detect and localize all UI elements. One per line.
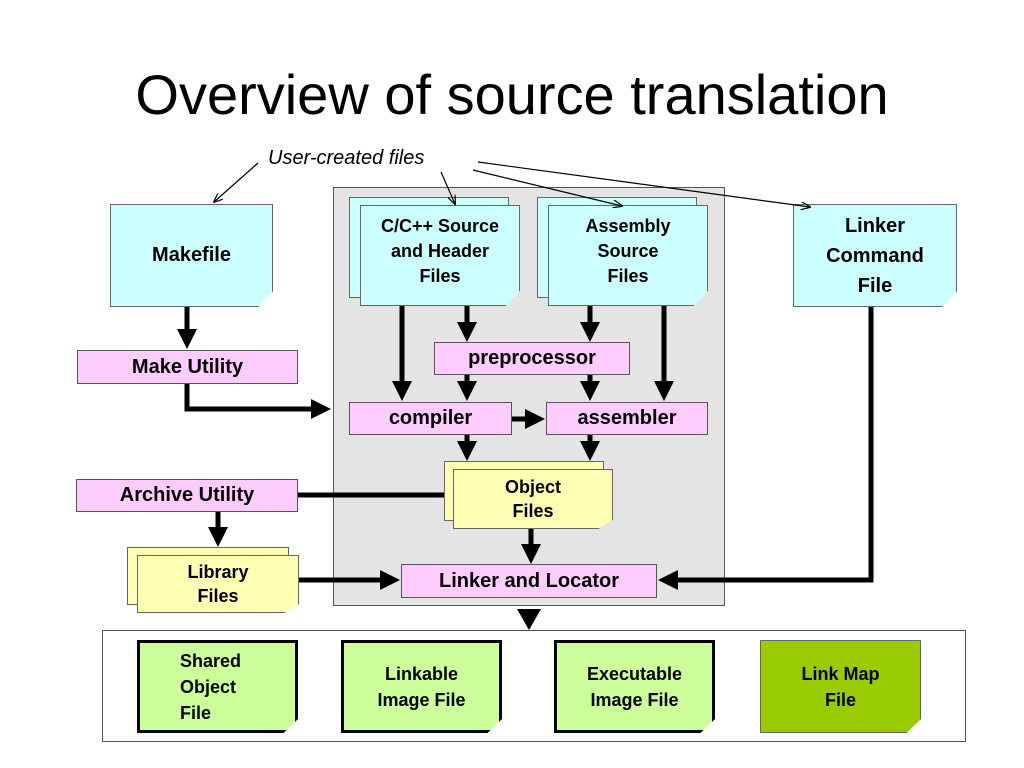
- compiler-box: compiler: [349, 402, 512, 435]
- assembler-box: assembler: [546, 402, 708, 435]
- linker-command-doc: Linker Command File: [793, 204, 957, 307]
- c-source-label: C/C++ Source and Header Files: [380, 216, 500, 286]
- linkable-image-doc: Linkable Image File: [341, 640, 502, 733]
- shared-object-label: Shared Object File: [180, 650, 242, 723]
- preprocessor-label: preprocessor: [468, 347, 596, 369]
- makefile-doc: Makefile: [110, 204, 273, 307]
- annotation-pointers: [214, 161, 810, 207]
- user-created-files-note: User-created files: [268, 147, 425, 169]
- library-files-label: Library Files: [187, 562, 249, 606]
- asm-source-label: Assembly Source Files: [585, 216, 671, 286]
- output-arrow-head: [517, 609, 541, 630]
- make-utility-box: Make Utility: [77, 350, 298, 384]
- linker-locator-box: Linker and Locator: [401, 564, 657, 598]
- asm-source-doc: Assembly Source Files: [548, 205, 708, 306]
- assembler-label: assembler: [577, 407, 677, 429]
- archive-utility-label: Archive Utility: [119, 484, 255, 506]
- makefile-label: Makefile: [152, 244, 231, 266]
- compiler-label: compiler: [388, 407, 473, 429]
- link-map-label: Link Map File: [801, 663, 880, 710]
- executable-image-label: Executable Image File: [586, 663, 683, 710]
- library-files-doc: Library Files: [137, 555, 299, 613]
- object-files-doc: Object Files: [453, 469, 613, 529]
- archive-utility-box: Archive Utility: [76, 479, 298, 512]
- preprocessor-box: preprocessor: [434, 342, 630, 375]
- link-map-doc: Link Map File: [760, 640, 921, 733]
- object-files-label: Object Files: [504, 477, 561, 521]
- linker-command-label: Linker Command File: [826, 214, 924, 297]
- page-title: Overview of source translation: [135, 63, 889, 126]
- shared-object-doc: Shared Object File: [137, 640, 298, 733]
- linkable-image-label: Linkable Image File: [377, 663, 466, 710]
- executable-image-doc: Executable Image File: [554, 640, 715, 733]
- c-source-doc: C/C++ Source and Header Files: [360, 205, 520, 306]
- linker-locator-label: Linker and Locator: [438, 569, 620, 592]
- make-utility-label: Make Utility: [131, 355, 244, 378]
